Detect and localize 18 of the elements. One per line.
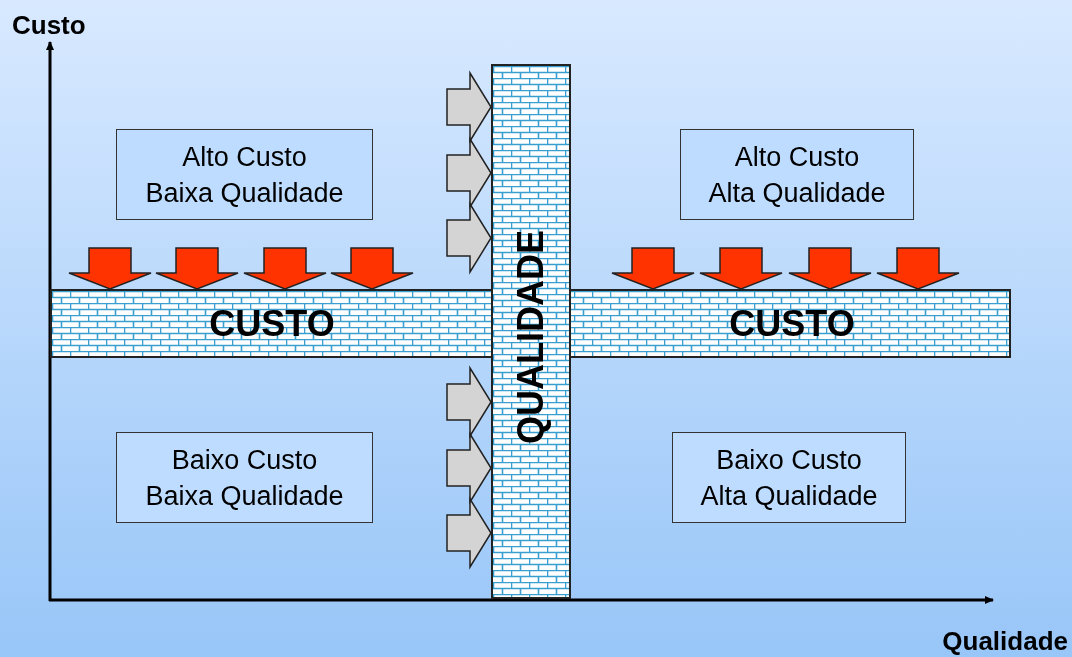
block-arrow	[876, 247, 960, 290]
block-arrow	[243, 247, 327, 290]
block-arrow	[446, 201, 492, 275]
block-arrow	[446, 496, 492, 570]
block-arrow	[788, 247, 872, 290]
quadrant-box: Alto Custo Baixa Qualidade	[116, 129, 373, 220]
axis-label: Qualidade	[942, 626, 1068, 657]
block-arrow	[611, 247, 695, 290]
quadrant-box: Baixo Custo Alta Qualidade	[672, 432, 906, 523]
axis-label: Custo	[12, 10, 86, 41]
block-arrow	[68, 247, 152, 290]
block-arrow	[155, 247, 239, 290]
block-arrow	[699, 247, 783, 290]
block-arrow	[330, 247, 414, 290]
brick-band	[491, 64, 571, 599]
quadrant-box: Baixo Custo Baixa Qualidade	[116, 432, 373, 523]
quadrant-box: Alto Custo Alta Qualidade	[680, 129, 914, 220]
band-label: QUALIDADE	[510, 229, 552, 444]
